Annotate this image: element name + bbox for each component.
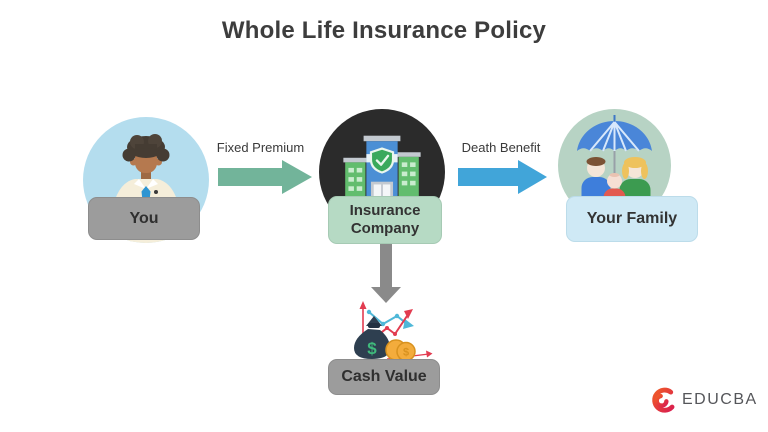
- educba-swirl-icon: [652, 387, 675, 413]
- money-growth-icon: $ $: [354, 301, 433, 362]
- cash-value-arrow-icon: [371, 241, 401, 303]
- you-label: You: [88, 197, 200, 240]
- cash-value-label: Cash Value: [328, 359, 440, 395]
- educba-logo: EDUCBA: [648, 384, 758, 416]
- educba-logo-text: EDUCBA: [682, 391, 758, 408]
- fixed-premium-label: Fixed Premium: [216, 140, 305, 155]
- insurance-company-label: Insurance Company: [328, 196, 442, 244]
- your-family-label: Your Family: [566, 196, 698, 242]
- death-benefit-label: Death Benefit: [461, 140, 541, 155]
- svg-text:$: $: [367, 339, 377, 358]
- page-title: Whole Life Insurance Policy: [221, 17, 547, 44]
- death-benefit-arrow-icon: [458, 160, 547, 194]
- svg-text:$: $: [403, 347, 409, 359]
- fixed-premium-arrow-icon: [218, 160, 312, 194]
